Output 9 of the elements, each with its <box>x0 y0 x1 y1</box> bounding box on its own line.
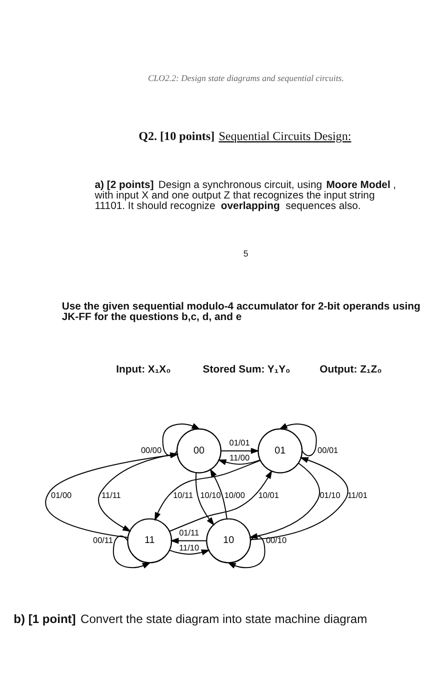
label: Output: Z₁Z₀ <box>320 364 382 376</box>
label: Stored Sum: Y₁Y₀ <box>202 364 290 376</box>
label: a) [2 points] Design a synchronous circuit, using Moore Model, with input X and one output Z that recognizes the input string 11101. It should recognize overlapping sequences also. <box>94 180 396 212</box>
label: b) [1 point] Convert the state diagram into state machine diagram <box>14 611 368 626</box>
label: Input: X₁X₀ <box>116 364 171 376</box>
label: Q2. [10 points] Sequential Circuits Design: <box>138 128 352 143</box>
label: Use the given sequential modulo-4 accumulator for 2-bit operands using JK-FF for the questions b,c, d, and e <box>62 300 420 322</box>
label: 5 <box>243 248 248 258</box>
label: CLO2.2: Design state diagrams and sequential circuits. <box>148 72 344 83</box>
